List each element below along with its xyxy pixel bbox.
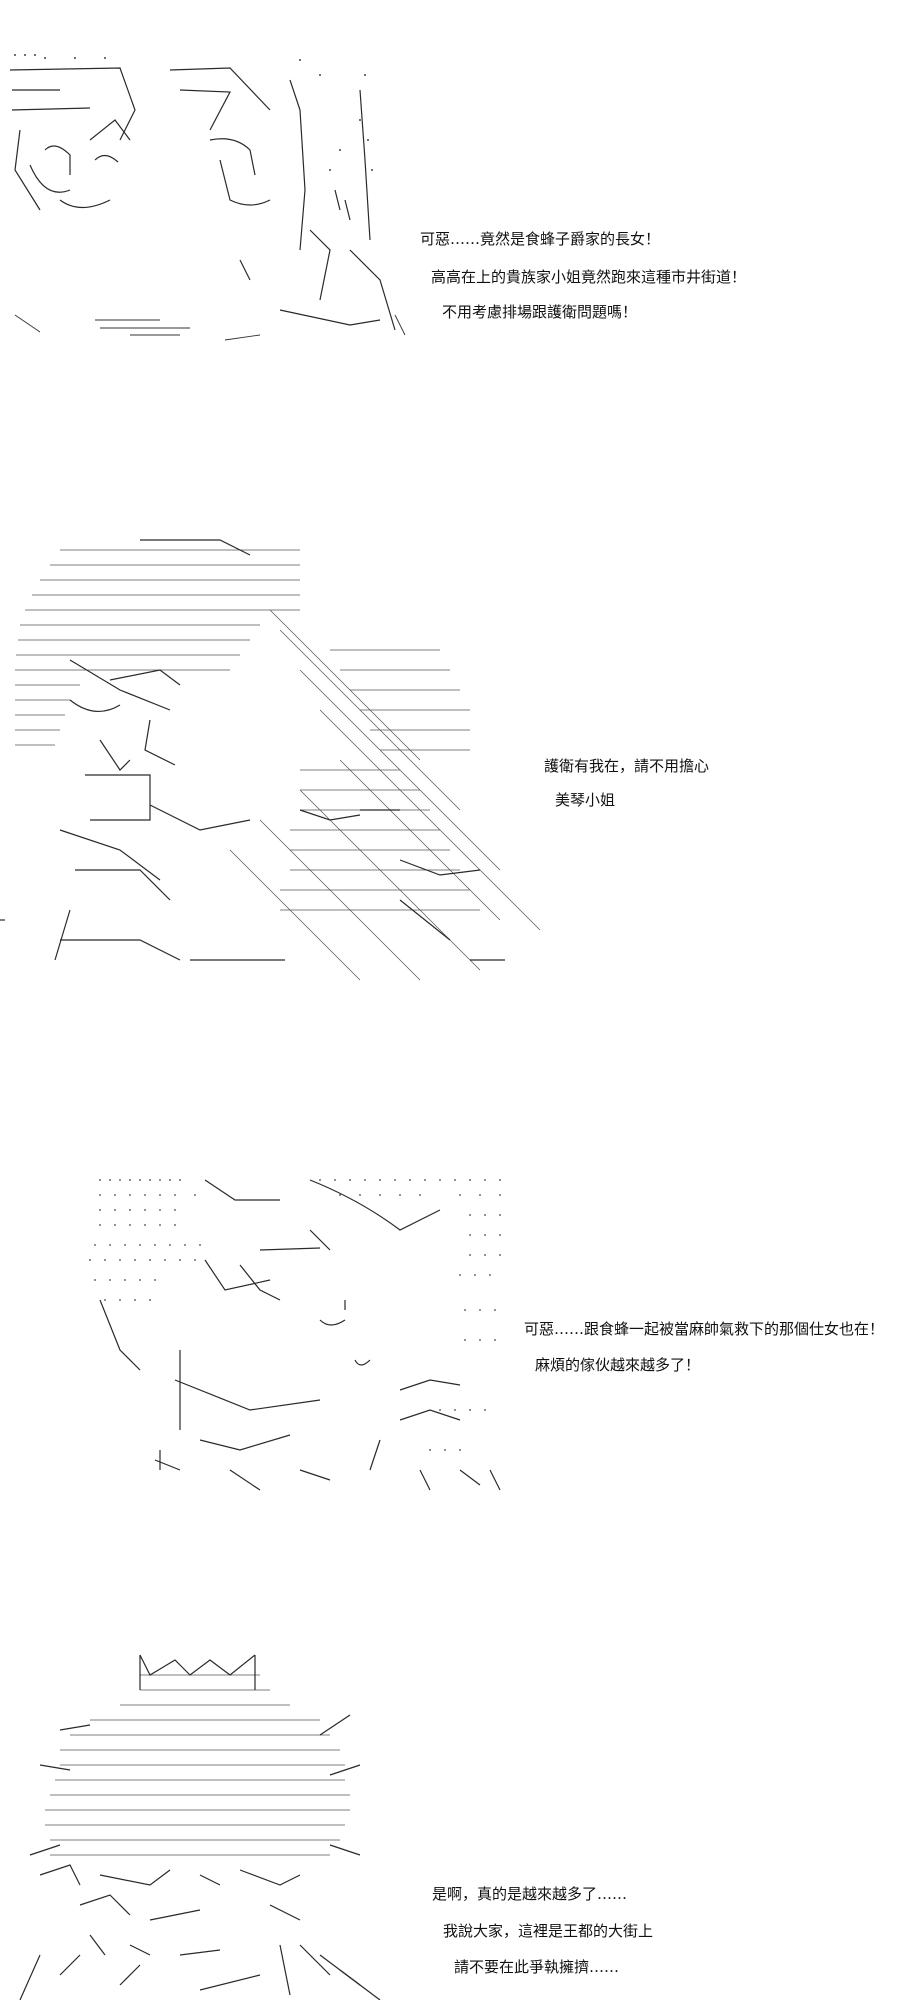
panel-2: 護衛有我在，請不用擔心 美琴小姐 bbox=[0, 520, 909, 1000]
panel-4-hair-hatching bbox=[45, 1674, 350, 1856]
panel-1-character-left bbox=[9, 67, 136, 211]
dialogue-line: 麻煩的傢伙越來越多了！ bbox=[535, 1356, 701, 1374]
panel-1-character-right bbox=[169, 67, 396, 331]
panel-3: 可惡……跟食蜂一起被當麻帥氣救下的那個仕女也在！ 麻煩的傢伙越來越多了！ bbox=[0, 1170, 909, 1500]
panel-1-ascii-texture bbox=[14, 54, 373, 171]
panel-4-ascii-art bbox=[0, 1654, 440, 2000]
dialogue-line: 可惡……跟食蜂一起被當麻帥氣救下的那個仕女也在！ bbox=[524, 1320, 885, 1338]
panel-3-character bbox=[99, 1179, 501, 1491]
dialogue-line: 護衛有我在，請不用擔心 bbox=[544, 757, 710, 775]
dialogue-line: 我說大家，這裡是王都的大街上 bbox=[443, 1922, 654, 1940]
panel-1-ascii-art bbox=[0, 50, 406, 350]
dialogue-line: 是啊，真的是越來越多了…… bbox=[432, 1885, 628, 1903]
panel-3-ascii-art bbox=[0, 1170, 520, 1491]
panel-2-ascii-art bbox=[0, 520, 560, 1000]
panel-4: 是啊，真的是越來越多了…… 我說大家，這裡是王都的大街上 請不要在此爭執擁擠…… bbox=[0, 1654, 909, 2000]
panel-4-character bbox=[19, 1654, 381, 2000]
dialogue-line: 請不要在此爭執擁擠…… bbox=[454, 1958, 620, 1976]
dialogue-line: 高高在上的貴族家小姐竟然跑來這種市井街道！ bbox=[431, 268, 747, 286]
panel-2-character bbox=[0, 539, 505, 961]
panel-3-dotted-texture-right bbox=[319, 1179, 501, 1451]
dialogue-line: 可惡……竟然是食蜂子爵家的長女！ bbox=[420, 230, 661, 248]
panel-2-hair-hatching bbox=[15, 549, 300, 746]
panel-3-dotted-texture-left bbox=[89, 1179, 201, 1301]
dialogue-line: 美琴小姐 bbox=[555, 791, 616, 809]
panel-2-diagonal-shading bbox=[229, 609, 541, 981]
panel-1: 可惡……竟然是食蜂子爵家的長女！ 高高在上的貴族家小姐竟然跑來這種市井街道！ 不… bbox=[0, 0, 909, 360]
panel-1-ground-lines bbox=[14, 314, 406, 341]
dialogue-line: 不用考慮排場跟護衛問題嗎！ bbox=[442, 303, 638, 321]
